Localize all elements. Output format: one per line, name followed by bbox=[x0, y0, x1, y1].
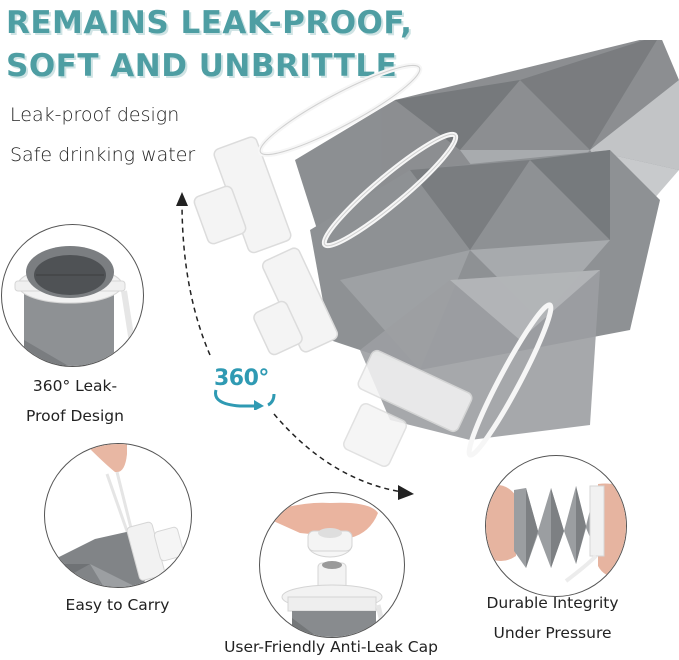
headline-line-2: SOFT AND UNBRITTLE bbox=[6, 48, 398, 84]
bottle-cap-image bbox=[260, 502, 389, 637]
subtext-leak-proof: Leak-proof design bbox=[10, 104, 180, 126]
rotate-360-badge: 360° bbox=[210, 366, 280, 412]
rotating-bottles-image bbox=[190, 40, 679, 480]
anti-leak-cap-label: User-Friendly Anti-Leak Cap bbox=[195, 632, 467, 660]
leak-proof-label-line-2: Proof Design bbox=[26, 407, 124, 425]
anti-leak-cap-label-line-1: User-Friendly Anti-Leak Cap bbox=[224, 638, 438, 656]
leak-proof-label: 360° Leak- Proof Design bbox=[0, 371, 150, 431]
leak-proof-circle bbox=[1, 224, 144, 367]
durable-circle bbox=[485, 455, 627, 597]
easy-carry-circle bbox=[44, 443, 192, 588]
durable-label-line-1: Durable Integrity bbox=[486, 594, 619, 612]
headline-line-1: REMAINS LEAK-PROOF, bbox=[6, 5, 413, 41]
easy-carry-label-line-1: Easy to Carry bbox=[65, 596, 170, 614]
durable-label: Durable Integrity Under Pressure bbox=[470, 588, 635, 648]
rotate-360-label: 360° bbox=[214, 366, 269, 391]
bottle-opening-image bbox=[14, 246, 139, 366]
durable-label-line-2: Under Pressure bbox=[493, 624, 612, 642]
subtext-safe-water: Safe drinking water bbox=[10, 144, 196, 166]
rotation-arrow-down-icon bbox=[270, 410, 420, 500]
headline: REMAINS LEAK-PROOF, SOFT AND UNBRITTLE bbox=[6, 2, 412, 88]
collapsed-bottle-image bbox=[486, 483, 626, 583]
easy-carry-label: Easy to Carry bbox=[40, 590, 195, 620]
anti-leak-cap-circle bbox=[259, 492, 405, 638]
bottle-strap-carry-image bbox=[45, 444, 185, 587]
feature-subtext: Leak-proof design Safe drinking water bbox=[10, 95, 195, 175]
leak-proof-label-line-1: 360° Leak- bbox=[32, 377, 118, 395]
rotation-arrow-up-icon bbox=[170, 190, 220, 360]
rotate-360-icon bbox=[214, 389, 276, 410]
